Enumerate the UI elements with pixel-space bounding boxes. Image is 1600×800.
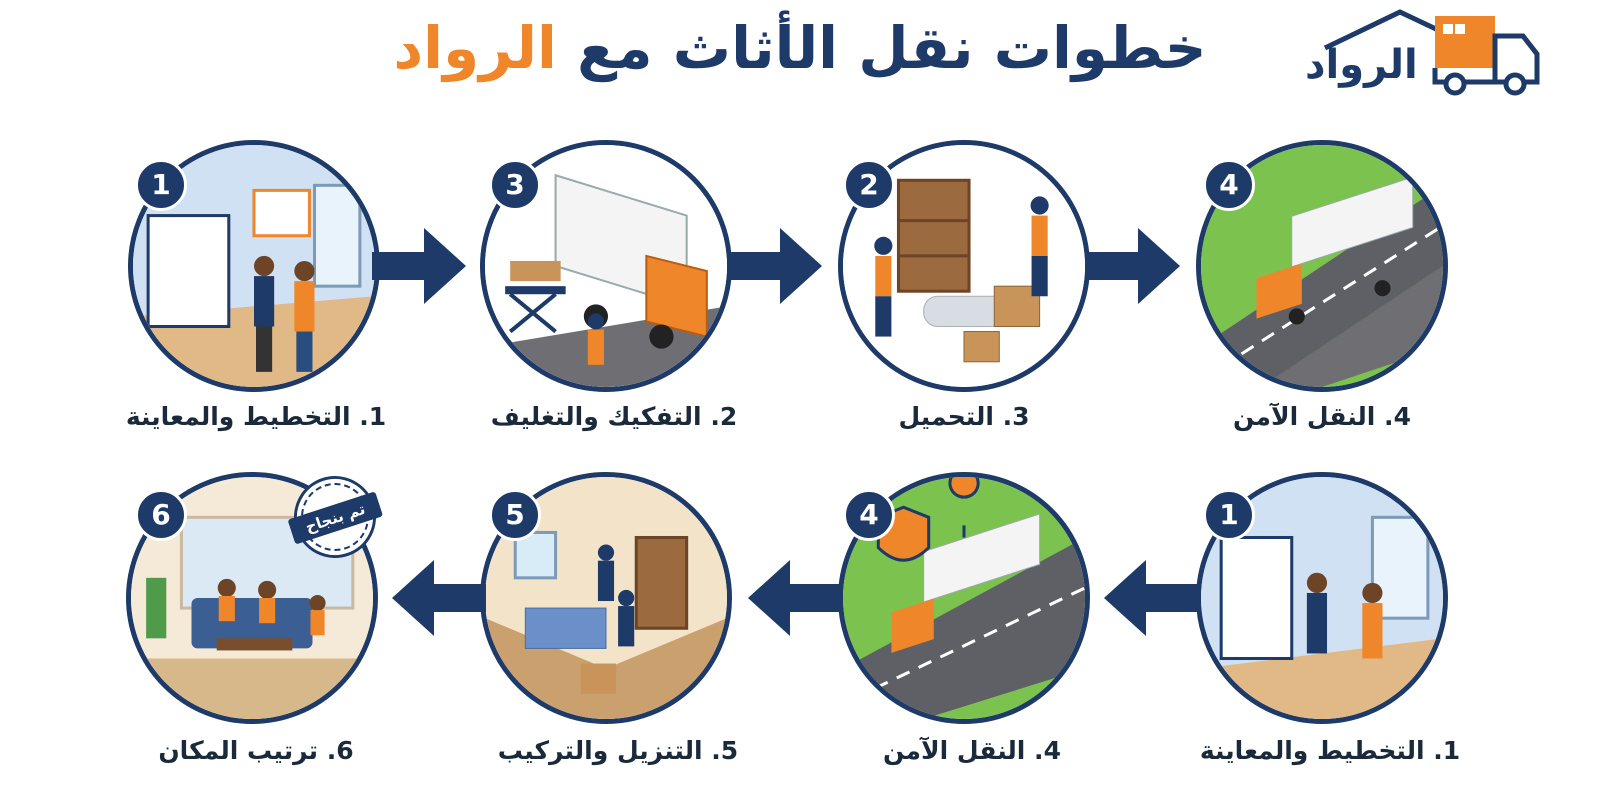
- step-packing: [838, 140, 1090, 392]
- step-number-badge: 6: [135, 489, 187, 541]
- logo-text: الرواد: [1305, 42, 1418, 88]
- brand-logo: الرواد: [1305, 8, 1550, 98]
- page-title: خطوات نقل الأثاث مع الرواد: [0, 14, 1600, 82]
- step-label: 3. التحميل: [898, 402, 1030, 431]
- step-label: 5. التنزيل والتركيب: [497, 736, 739, 765]
- right-arrow-icon: [1086, 228, 1180, 304]
- step-number-badge: 3: [489, 159, 541, 211]
- step-label: 1. التخطيط والمعاينة: [1199, 736, 1461, 765]
- clipboard-icon: [1219, 535, 1294, 661]
- planning-scene: [133, 145, 375, 387]
- step-label: 4. النقل الآمن: [1233, 402, 1411, 431]
- left-arrow-icon: [392, 560, 486, 636]
- step-number-badge: 1: [135, 159, 187, 211]
- title-main: خطوات نقل الأثاث مع: [577, 14, 1207, 82]
- left-arrow-icon: [748, 560, 842, 636]
- right-arrow-icon: [728, 228, 822, 304]
- step-number-badge: 4: [1203, 159, 1255, 211]
- right-arrow-icon: [372, 228, 466, 304]
- map-pin-icon: [948, 477, 980, 538]
- step-number-badge: 4: [843, 489, 895, 541]
- step-label: 2. التفكيك والتغليف: [490, 402, 738, 431]
- packing-scene: [843, 145, 1085, 387]
- step-number-badge: 5: [489, 489, 541, 541]
- left-arrow-icon: [1104, 560, 1198, 636]
- step-label: 4. النقل الآمن: [883, 736, 1061, 765]
- step-safe-transport-top: [1196, 140, 1448, 392]
- title-brand: الرواد: [393, 14, 557, 82]
- step-number-badge: 1: [1203, 489, 1255, 541]
- house-truck-logo: [1323, 9, 1540, 96]
- step-label: 6. ترتيب المكان: [158, 736, 354, 765]
- calendar-icon: [252, 188, 311, 238]
- step-label: 1. التخطيط والمعاينة: [125, 402, 387, 431]
- step-number-badge: 2: [843, 159, 895, 211]
